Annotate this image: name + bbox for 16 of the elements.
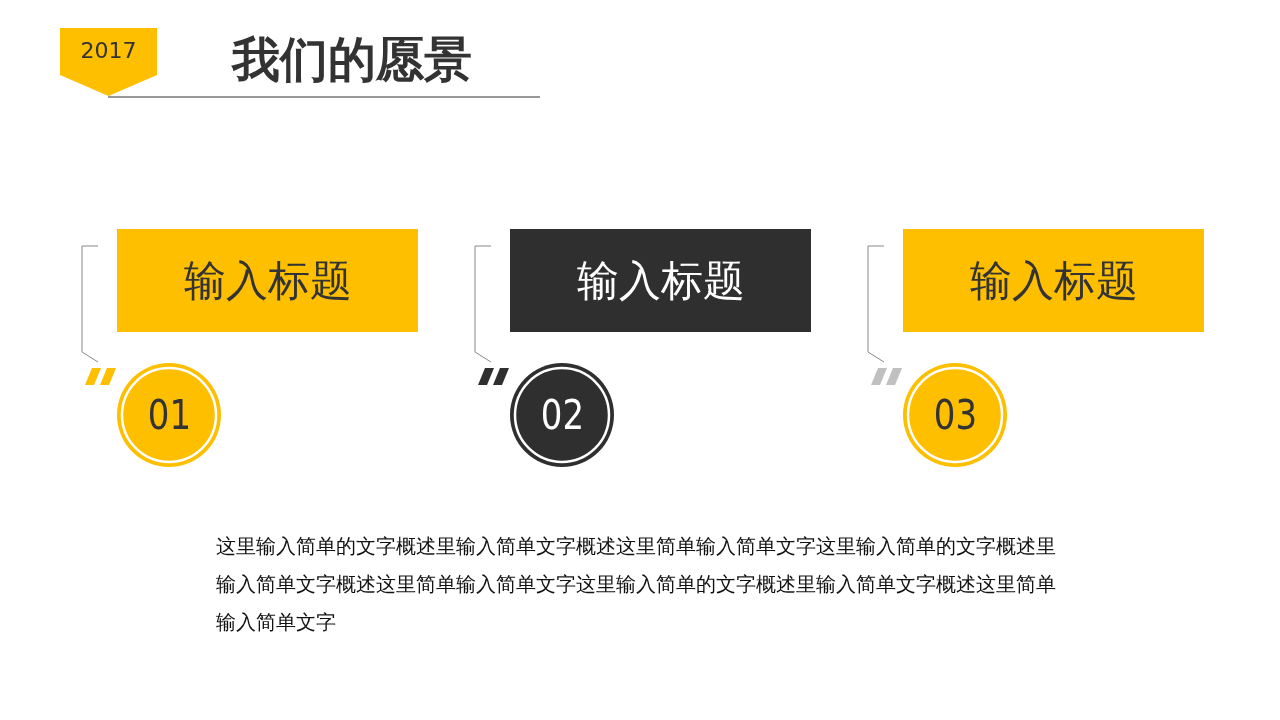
box-title: 输入标题	[969, 254, 1138, 307]
year-tag	[60, 28, 157, 96]
number-circle	[509, 362, 615, 468]
year-label: 2017	[80, 38, 137, 63]
step-number: 03	[933, 392, 977, 438]
title-box	[510, 229, 811, 332]
step-number: 02	[540, 392, 584, 438]
number-circle	[902, 362, 1008, 468]
description-paragraph: 这里输入简单的文字概述里输入简单文字概述这里简单输入简单文字这里输入简单的文字概述里输入简单文字概述这里简单输入简单文字这里输入简单的文字概述里输入简单文字概述这里简单输入简单文字	[216, 533, 1057, 636]
step-number: 01	[147, 392, 191, 438]
box-title: 输入标题	[576, 254, 745, 307]
slide-title: 我们的愿景	[232, 30, 472, 89]
number-circle	[116, 362, 222, 468]
title-box	[117, 229, 418, 332]
title-box	[903, 229, 1204, 332]
box-title: 输入标题	[183, 254, 352, 307]
